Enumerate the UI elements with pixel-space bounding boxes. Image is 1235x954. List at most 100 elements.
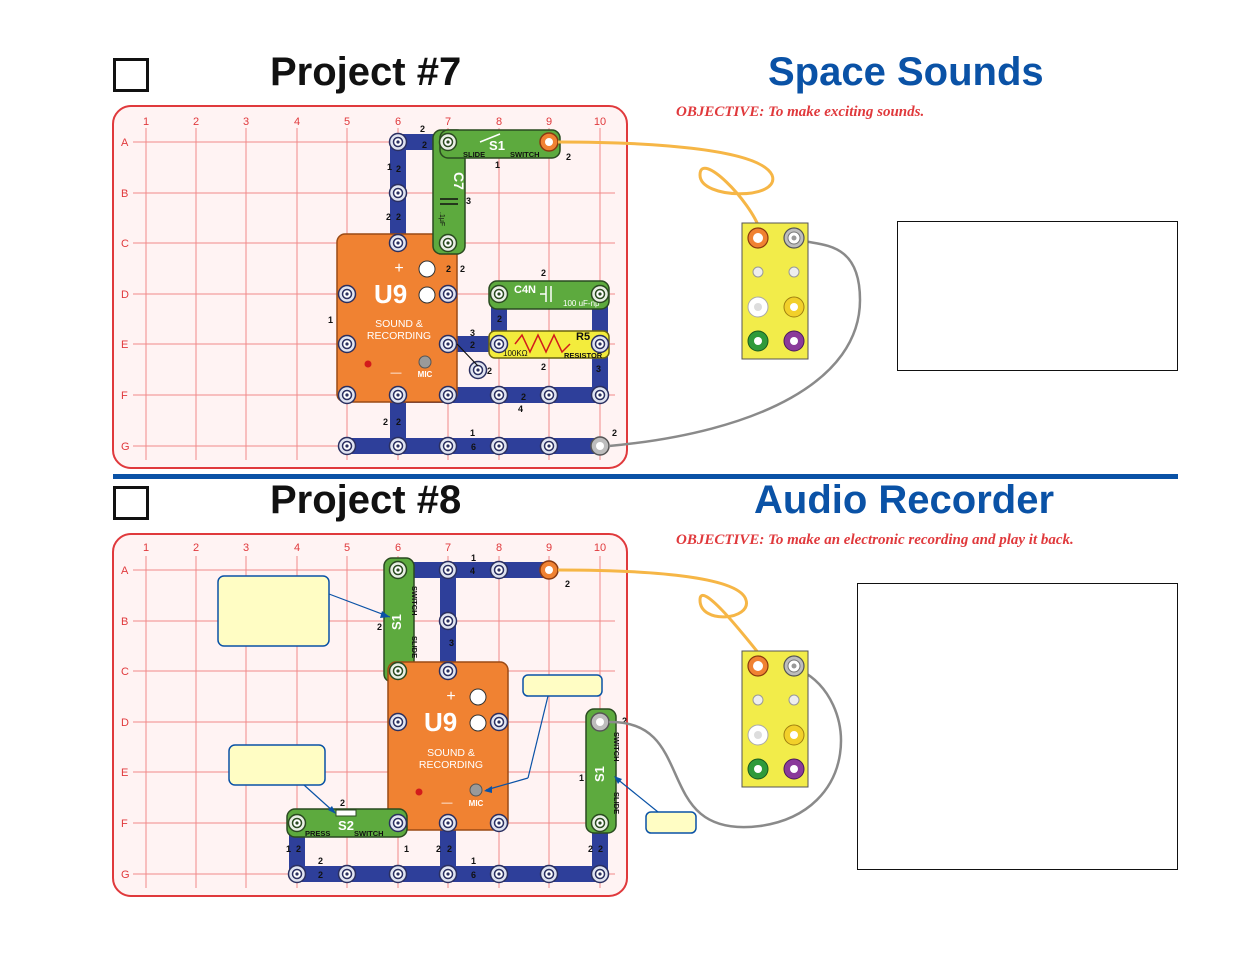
p7-row-label: F — [121, 390, 128, 402]
p8-row-label: E — [121, 767, 128, 779]
svg-text:2: 2 — [396, 417, 401, 427]
svg-text:1: 1 — [470, 428, 475, 438]
s2-label: S2 — [338, 818, 354, 833]
svg-text:2: 2 — [487, 366, 492, 376]
p7-row-label: D — [121, 289, 129, 301]
svg-text:2: 2 — [422, 140, 427, 150]
svg-text:1: 1 — [387, 162, 392, 172]
svg-text:2: 2 — [612, 428, 617, 438]
project7-wire-numbers: 2 2 1 2 2 2 1 2 3 2 2 2 2 1 3 2 2 2 3 4 … — [328, 124, 617, 452]
p7-col-label: 9 — [546, 116, 552, 128]
p8-row-label: B — [121, 616, 128, 628]
project8-callouts — [217, 575, 697, 834]
mic-label: MIC — [418, 370, 433, 379]
p8-col-label: 5 — [344, 542, 350, 554]
project7-gray-lead — [608, 238, 862, 448]
svg-text:2: 2 — [470, 340, 475, 350]
p7-row-label: C — [121, 238, 129, 250]
project7-number: Project #7 — [270, 50, 462, 94]
p7-col-label: 5 — [344, 116, 350, 128]
project8-lead-jacks — [539, 560, 610, 732]
project7-checkbox[interactable] — [113, 58, 149, 92]
s1-switch-text: SWITCH — [410, 586, 419, 616]
svg-text:6: 6 — [471, 870, 476, 880]
u9-button-icon — [469, 714, 487, 732]
svg-text:2: 2 — [598, 844, 603, 854]
svg-text:1: 1 — [579, 773, 584, 783]
project7-objective: OBJECTIVE: To make exciting sounds. — [676, 104, 925, 120]
svg-text:1: 1 — [471, 553, 476, 563]
c4-value: 100 uF-np — [563, 299, 600, 308]
mic-label: MIC — [469, 799, 484, 808]
u9-button-icon — [418, 286, 436, 304]
project8-s1-switch-right: S1 SWITCH SLIDE — [585, 708, 621, 834]
svg-text:2: 2 — [396, 164, 401, 174]
project7-s1-switch: S1 SLIDE SWITCH — [439, 129, 561, 159]
project8-checkbox[interactable] — [113, 486, 149, 520]
svg-text:2: 2 — [318, 870, 323, 880]
svg-text:2: 2 — [622, 716, 627, 726]
project8-name: Audio Recorder — [754, 478, 1055, 522]
project8-s2-switch: S2 PRESS SWITCH — [286, 808, 408, 838]
u9-label: U9 — [424, 707, 457, 737]
svg-text:2: 2 — [497, 314, 502, 324]
p7-col-label: 10 — [594, 116, 606, 128]
project8-objective: OBJECTIVE: To make an electronic recordi… — [676, 532, 1074, 548]
project8-jack-panel — [741, 650, 809, 788]
svg-text:3: 3 — [466, 196, 471, 206]
svg-text:2: 2 — [588, 844, 593, 854]
p8-col-label: 2 — [193, 542, 199, 554]
u9-button-icon — [469, 688, 487, 706]
project8-wire-numbers: 1 4 2 2 3 2 1 2 1 1 2 2 2 2 2 1 6 2 2 — [286, 553, 627, 880]
svg-text:4: 4 — [470, 566, 475, 576]
u9-text-line1: SOUND & — [375, 318, 423, 330]
p8-row-label: D — [121, 717, 129, 729]
svg-text:2: 2 — [446, 264, 451, 274]
project7-u9-module: U9 + — SOUND & RECORDING MIC — [336, 233, 458, 403]
project8-number: Project #8 — [270, 478, 462, 522]
svg-text:2: 2 — [566, 152, 571, 162]
callout-s2 — [228, 744, 326, 786]
p8-col-label: 6 — [395, 542, 401, 554]
section-divider — [113, 474, 1178, 479]
project7-jumper-line — [456, 343, 479, 367]
project7-lead-jacks — [539, 132, 610, 456]
svg-text:2: 2 — [541, 362, 546, 372]
p7-col-label: 2 — [193, 116, 199, 128]
p7-col-label: 3 — [243, 116, 249, 128]
p7-row-label: B — [121, 188, 128, 200]
s1-slide-text: SLIDE — [612, 792, 621, 814]
s2-switch-text: SWITCH — [354, 829, 384, 838]
svg-text:6: 6 — [471, 442, 476, 452]
p8-col-label: 1 — [143, 542, 149, 554]
p8-col-label: 9 — [546, 542, 552, 554]
p7-row-label: E — [121, 339, 128, 351]
u9-plus: + — [446, 688, 455, 705]
u9-text-line1: SOUND & — [427, 747, 475, 759]
s1-label: S1 — [389, 614, 404, 630]
r5-label: R5 — [576, 331, 590, 343]
s1-slide-text: SLIDE — [410, 636, 419, 658]
u9-led — [364, 360, 372, 368]
p7-col-label: 6 — [395, 116, 401, 128]
project8-u9-module: U9 + — SOUND & RECORDING MIC — [387, 661, 509, 831]
u9-button-icon — [418, 260, 436, 278]
project8-gray-lead — [608, 668, 843, 829]
p8-row-label: C — [121, 666, 129, 678]
svg-text:2: 2 — [436, 844, 441, 854]
svg-text:2: 2 — [383, 417, 388, 427]
r5-resistor-text: RESISTOR — [564, 351, 603, 360]
p8-col-label: 3 — [243, 542, 249, 554]
callout-mic — [522, 674, 603, 697]
s1-label: S1 — [592, 766, 607, 782]
u9-text-line2: RECORDING — [367, 330, 431, 342]
p8-col-label: 4 — [294, 542, 300, 554]
r5-value: 100KΩ — [503, 349, 528, 358]
svg-text:4: 4 — [518, 404, 523, 414]
s1-switch-text: SWITCH — [612, 732, 621, 762]
svg-text:2: 2 — [377, 622, 382, 632]
project7-notes-box — [897, 221, 1178, 371]
c4-label: C4N — [514, 284, 536, 296]
s1-switch-text: SWITCH — [510, 150, 540, 159]
